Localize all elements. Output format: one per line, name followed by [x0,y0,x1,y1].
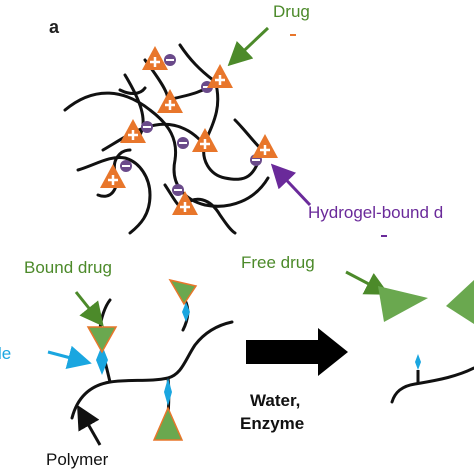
panel-label: a [49,17,60,37]
bound-drug-label: Bound drug [24,258,112,277]
positive-drug-icon [100,164,126,188]
small-orange-mark [290,34,296,36]
hydrogel-bound-label: Hydrogel-bound d [308,203,444,222]
negative-site-icon [141,121,153,133]
free-drug-label: Free drug [241,253,315,272]
released-polymer-chain [390,366,474,404]
linker-icon [164,378,172,406]
linker-callout-arrow [47,345,92,370]
negative-site-icon [172,184,184,196]
negative-site-icon [177,137,189,149]
linker-label: le [0,344,12,363]
linker-icon [415,354,421,370]
linker-icon [182,302,190,322]
positive-drug-icon [142,46,168,70]
small-purple-mark [381,235,387,237]
bound-drug-icon [168,278,198,306]
enzyme-label: Enzyme [240,414,305,433]
polymer-callout-arrow [77,404,102,446]
negative-site-icon [164,54,176,66]
positive-drug-icon [172,191,198,215]
water-label: Water, [250,391,301,410]
hydrogel-network [63,43,270,235]
positive-drug-icon [120,119,146,143]
right-arrow-icon [246,328,348,376]
polymer-label: Polymer [46,450,109,469]
positive-drug-icon [192,128,218,152]
positive-drug-icon [252,134,278,158]
bound-drug-callout-arrow [74,291,104,327]
positive-drug-icon [157,89,183,113]
bound-drug-icon [152,406,184,441]
hydrogel-bound-callout-arrow [270,163,312,207]
drug-label: Drug [273,2,310,21]
drug-callout-arrow [227,26,270,67]
bound-drug-icon [86,326,118,354]
free-drug-icon [378,286,428,322]
free-drug-callout-arrow [345,270,390,295]
negative-site-icon [120,160,132,172]
linker-icon [96,345,108,375]
positive-drug-icon [207,64,233,88]
free-drug-icon [446,280,474,324]
